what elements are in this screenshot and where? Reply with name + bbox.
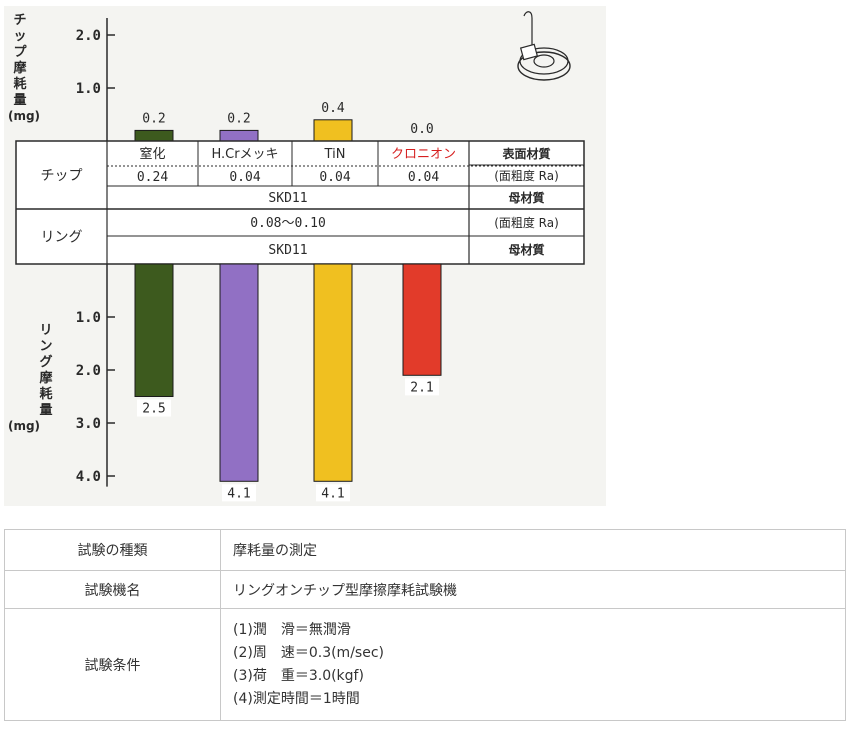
bottom-y-tick-label: 3.0 — [76, 416, 101, 432]
row-value: 摩耗量の測定 — [220, 529, 846, 571]
chip-roughness-value: 0.04 — [229, 170, 260, 185]
bottom-bar — [402, 263, 442, 376]
table-row: 試験の種類 摩耗量の測定 — [4, 529, 846, 571]
bottom-bar-value-label: 4.1 — [227, 486, 250, 501]
bottom-y-axis-label: 量 — [39, 403, 52, 418]
ring-row-label: リング — [41, 230, 83, 246]
top-y-axis-label: プ — [13, 45, 27, 60]
header-base-material: 母材質 — [508, 242, 544, 257]
test-conditions-table: 試験の種類 摩耗量の測定 試験機名 リングオンチップ型摩擦摩耗試験機 試験条件 … — [4, 529, 846, 721]
bottom-bar-value-box — [316, 484, 350, 502]
table-row: 試験条件 (1)潤 滑＝無潤滑 (2)周 速＝0.3(m/sec) (3)荷 重… — [4, 608, 846, 721]
top-y-tick-label: 1.0 — [76, 81, 101, 97]
row-label: 試験機名 — [4, 570, 221, 609]
top-bar-value-label: 0.2 — [227, 111, 250, 126]
bottom-bar-value-box — [137, 399, 171, 417]
bottom-bar — [219, 263, 259, 482]
chip-roughness-value: 0.04 — [408, 170, 439, 185]
top-bar-value-label: 0.2 — [142, 111, 165, 126]
header-roughness: (面粗度 Ra) — [494, 215, 559, 230]
bottom-bar-value-label: 4.1 — [321, 486, 344, 501]
top-y-tick-label: 2.0 — [76, 28, 101, 44]
top-bar-value-label: 0.4 — [321, 101, 345, 116]
bottom-bar — [134, 263, 174, 397]
top-y-axis-label: 摩 — [13, 60, 27, 76]
bottom-y-tick-label: 4.0 — [76, 469, 101, 485]
bottom-bar-value-box — [405, 378, 439, 396]
ring-on-chip-sketch-icon — [519, 43, 539, 61]
bottom-bar-value-label: 2.1 — [410, 380, 433, 395]
condition-item: (3)荷 重＝3.0(kgf) — [233, 667, 364, 684]
bottom-y-axis-label: 摩 — [39, 370, 53, 386]
material-name: 窒化 — [139, 146, 165, 162]
bottom-y-axis-label: (mg) — [8, 419, 40, 433]
table-row: 試験機名 リングオンチップ型摩擦摩耗試験機 — [4, 570, 846, 609]
bottom-y-axis-label: グ — [39, 354, 52, 370]
row-value: リングオンチップ型摩擦摩耗試験機 — [220, 570, 846, 609]
condition-item: (1)潤 滑＝無潤滑 — [233, 621, 351, 638]
condition-item: (4)測定時間＝1時間 — [233, 690, 360, 707]
row-label: 試験の種類 — [4, 529, 221, 571]
chip-row-label: チップ — [41, 168, 83, 184]
top-y-axis-label: 耗 — [13, 76, 26, 92]
bottom-y-tick-label: 2.0 — [76, 363, 101, 379]
ring-on-chip-sketch-icon — [519, 47, 569, 75]
top-bar-value-label: 0.0 — [410, 122, 433, 137]
header-base-material: 母材質 — [508, 190, 544, 205]
bottom-bar-value-label: 2.5 — [142, 402, 165, 417]
spec-table-frame — [15, 140, 585, 265]
top-bar — [219, 129, 259, 142]
top-bar — [134, 129, 174, 142]
ring-on-chip-sketch-icon — [517, 51, 571, 81]
top-y-axis-label: ッ — [13, 29, 26, 44]
bottom-bar — [313, 263, 353, 482]
chip-roughness-value: 0.24 — [137, 170, 168, 185]
header-roughness: (面粗度 Ra) — [494, 168, 559, 183]
conditions-label: 試験条件 — [4, 608, 221, 721]
ring-roughness-value: 0.08～0.10 — [250, 216, 326, 231]
bottom-y-axis-label: リ — [39, 323, 52, 338]
top-y-axis-label: (mg) — [8, 109, 40, 123]
ring-on-chip-sketch-icon — [523, 11, 533, 46]
bottom-y-axis-label: 耗 — [39, 386, 52, 402]
conditions-list: (1)潤 滑＝無潤滑 (2)周 速＝0.3(m/sec) (3)荷 重＝3.0(… — [220, 608, 846, 721]
ring-on-chip-sketch-icon — [533, 54, 555, 68]
bottom-y-axis-label: ン — [39, 339, 52, 354]
material-name: クロニオン — [391, 147, 456, 162]
bottom-bar-value-box — [222, 484, 256, 502]
header-surface-material: 表面材質 — [501, 146, 550, 161]
condition-item: (2)周 速＝0.3(m/sec) — [233, 644, 384, 661]
material-name: TiN — [324, 147, 346, 162]
chip-base-material: SKD11 — [268, 191, 307, 206]
material-name: H.Crメッキ — [211, 147, 278, 162]
bottom-y-tick-label: 1.0 — [76, 310, 101, 326]
ring-base-material: SKD11 — [268, 243, 307, 258]
top-y-axis-label: 量 — [13, 93, 26, 108]
top-y-axis-label: チ — [13, 13, 26, 28]
top-bar — [313, 119, 353, 142]
chip-roughness-value: 0.04 — [319, 170, 350, 185]
